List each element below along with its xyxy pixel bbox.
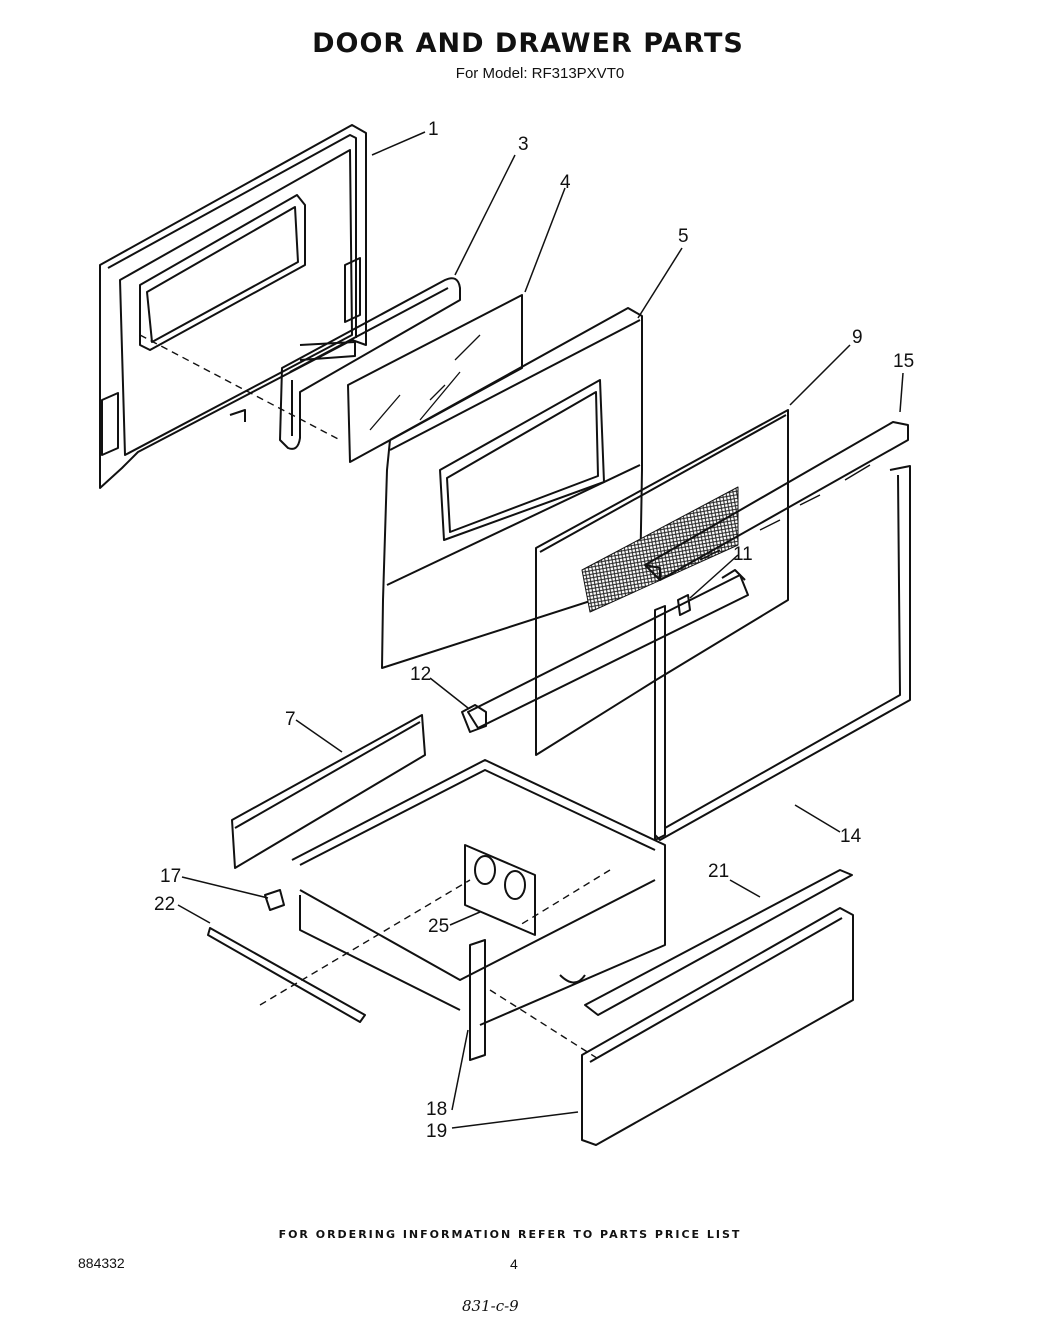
callout-11: 11 [733,544,753,565]
door-outer-frame-right [654,465,911,841]
model-subtitle: For Model: RF313PXVT0 [455,65,625,82]
leader-lines [177,131,904,1129]
callout-19: 19 [426,1121,447,1142]
door-gasket [279,277,461,450]
page-title: DOOR AND DRAWER PARTS [312,28,744,59]
inner-door-panel [381,307,643,669]
drawer-front [581,907,854,1146]
callout-3: 3 [518,134,529,155]
hinge-channel [461,569,749,733]
callout-5: 5 [678,226,689,247]
callout-22: 22 [154,894,175,915]
callout-4: 4 [560,172,571,193]
document-number: 884332 [78,1255,125,1271]
callout-15: 15 [893,351,914,372]
handwritten-note: 831-c-9 [462,1297,519,1315]
drawer-trim-strip [584,869,853,1016]
callout-9: 9 [852,327,863,348]
drawer-bracket [464,844,536,936]
callout-14: 14 [840,826,862,847]
callout-12: 12 [410,664,431,685]
callout-25: 25 [428,916,449,937]
drawer-rail [207,889,366,1023]
page-number: 4 [510,1256,518,1272]
window-liner [535,409,789,756]
callout-7: 7 [285,709,296,730]
callout-17: 17 [160,866,181,887]
outer-door-frame [99,124,367,489]
drawer-box [291,759,666,1061]
drawer-panel [231,714,426,869]
ordering-info-footer: FOR ORDERING INFORMATION REFER TO PARTS … [278,1228,742,1241]
callout-1: 1 [428,119,439,140]
top-vent-trim [644,421,909,581]
callout-18: 18 [426,1099,447,1120]
callout-21: 21 [708,861,729,882]
alignment-lines [139,334,611,1061]
glass-panel [347,294,523,463]
